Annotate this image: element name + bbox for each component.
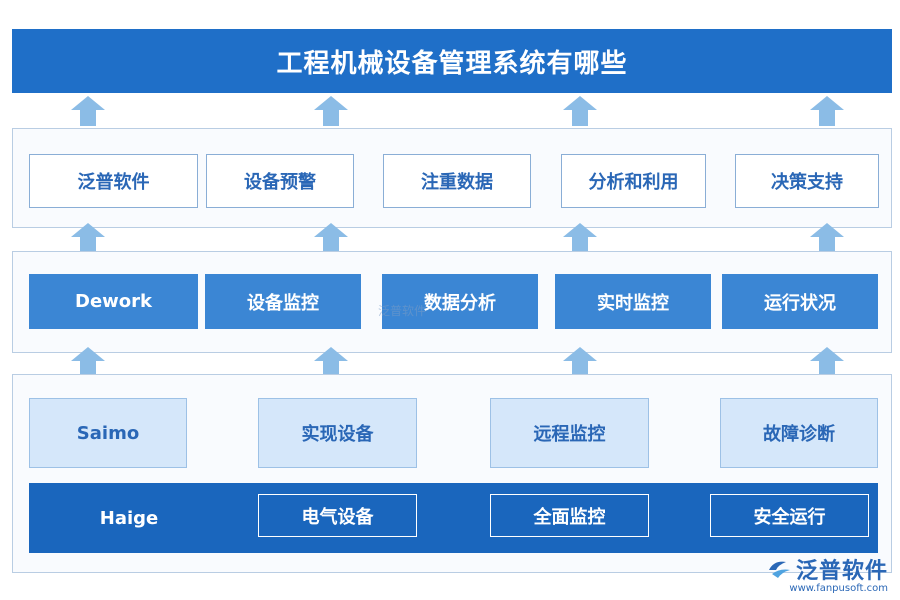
up-arrow-icon (810, 96, 844, 126)
layer1-item: 决策支持 (735, 154, 879, 208)
up-arrow-icon (563, 96, 597, 126)
diagram-title: 工程机械设备管理系统有哪些 (12, 29, 892, 93)
layer1-item: 注重数据 (383, 154, 531, 208)
layer1-item: 设备预警 (206, 154, 354, 208)
band-item: 全面监控 (490, 494, 649, 537)
up-arrow-icon (71, 223, 105, 253)
up-arrow-icon (810, 347, 844, 377)
up-arrow-icon (71, 347, 105, 377)
layer2-item: 实时监控 (555, 274, 711, 329)
up-arrow-icon (314, 96, 348, 126)
layer1-item: 分析和利用 (561, 154, 706, 208)
watermark: 泛普软件 (378, 304, 427, 318)
layer3-item: 远程监控 (490, 398, 649, 468)
up-arrow-icon (563, 223, 597, 253)
layer2-item: 运行状况 (722, 274, 878, 329)
up-arrow-icon (71, 96, 105, 126)
layer1-item: 泛普软件 (29, 154, 198, 208)
logo-text: 泛普软件 (795, 559, 888, 584)
layer2-item: Dework (29, 274, 198, 329)
logo-url: www.fanpusoft.com (789, 583, 888, 594)
layer3-item: 实现设备 (258, 398, 417, 468)
brand-logo: 泛普软件 www.fanpusoft.com (766, 553, 888, 594)
up-arrow-icon (314, 347, 348, 377)
layer2-item: 数据分析 (382, 274, 538, 329)
band-item: 安全运行 (710, 494, 869, 537)
layer2-item: 设备监控 (205, 274, 361, 329)
band-item: 电气设备 (258, 494, 417, 537)
layer3-item: Saimo (29, 398, 187, 468)
band-label: Haige (99, 507, 159, 529)
logo-icon (768, 561, 790, 578)
layer3-item: 故障诊断 (720, 398, 878, 468)
up-arrow-icon (563, 347, 597, 377)
up-arrow-icon (810, 223, 844, 253)
up-arrow-icon (314, 223, 348, 253)
